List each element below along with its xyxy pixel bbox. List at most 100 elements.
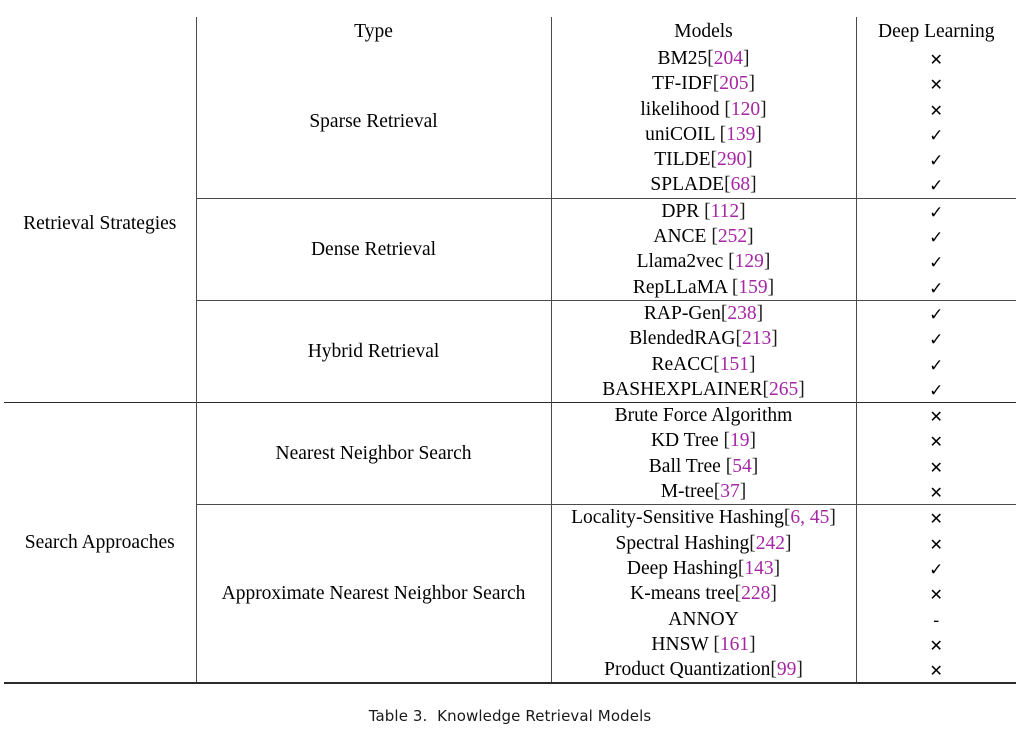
deep-learning-mark: ✕: [855, 428, 1016, 454]
citation-link[interactable]: 204: [713, 48, 744, 69]
citation-bracket-close: ]: [747, 226, 754, 248]
model-name: Locality-Sensitive Hashing[6, 45]: [550, 504, 856, 531]
citation-bracket-open: [: [737, 557, 745, 579]
citation-bracket-close: ]: [771, 328, 778, 350]
model-name: Ball Tree [54]: [550, 453, 856, 480]
cross-icon: ✕: [929, 457, 943, 477]
citation-bracket-open: [: [723, 430, 731, 452]
citation-link[interactable]: 112: [710, 200, 740, 222]
table-row: SPLADE[68]✓: [4, 172, 1016, 199]
citation-bracket-close: ]: [751, 455, 759, 477]
model-label: Locality-Sensitive Hashing: [571, 507, 784, 529]
type-label-approximate-nearest-neighbor-search: Approximate Nearest Neighbor Search: [195, 504, 551, 685]
cross-icon: ✕: [929, 509, 943, 529]
citation-bracket-close: ]: [785, 532, 792, 554]
model-name: BASHEXPLAINER[265]: [550, 376, 856, 403]
model-name: Brute Force Algorithm: [550, 402, 856, 429]
model-name: K-means tree[228]: [550, 581, 856, 607]
check-icon: ✓: [929, 380, 944, 401]
model-name: ANCE [252]: [550, 224, 856, 250]
citation-link[interactable]: 129: [734, 251, 764, 273]
model-label: ReACC: [651, 353, 714, 375]
dash-icon: -: [933, 610, 940, 631]
group-label-retrieval-strategies: Retrieval Strategies: [4, 46, 196, 403]
citation-link[interactable]: 290: [717, 149, 747, 171]
citation-link[interactable]: 54: [732, 455, 752, 477]
deep-learning-mark: ✓: [855, 224, 1016, 250]
model-label: DPR: [661, 200, 705, 222]
citation-link[interactable]: 68: [730, 174, 751, 196]
cross-icon: ✕: [929, 585, 943, 605]
type-label-dense-retrieval: Dense Retrieval: [195, 197, 551, 301]
citation-bracket-close: ]: [829, 507, 836, 529]
citation-link[interactable]: 99: [776, 659, 797, 681]
header-row: Type Models Deep Learning: [4, 17, 1016, 46]
citation-link[interactable]: 143: [744, 557, 774, 579]
table-row: Llama2vec [129]✓: [4, 249, 1016, 275]
deep-learning-mark: ✓: [855, 121, 1016, 148]
citation-link[interactable]: 161: [719, 633, 750, 655]
citation-bracket-open: [: [713, 633, 720, 655]
citation-link[interactable]: 120: [730, 98, 761, 120]
model-label: RAP-Gen: [643, 302, 721, 324]
model-name: RAP-Gen[238]: [550, 299, 856, 327]
cross-icon: ✕: [929, 534, 943, 554]
table-figure: Type Models Deep Learning Retrieval Stra…: [0, 17, 1020, 738]
citation-link[interactable]: 37: [720, 481, 740, 503]
citation-bracket-close: ]: [746, 149, 753, 171]
citation-bracket-close: ]: [748, 73, 755, 95]
citation-link[interactable]: 151: [719, 353, 749, 375]
deep-learning-mark: ✓: [855, 555, 1016, 582]
model-label: Spectral Hashing: [615, 532, 750, 554]
citation-bracket-open: [: [724, 98, 731, 120]
table-row: TILDE[290]✓: [4, 147, 1016, 173]
column-header-deep-learning: Deep Learning: [855, 17, 1016, 46]
cross-icon: ✕: [929, 661, 943, 681]
table-row: Deep Hashing[143]✓: [4, 555, 1016, 582]
citation-bracket-close: ]: [743, 48, 750, 69]
table-row: likelihood [120] ✕: [4, 96, 1016, 122]
citation-link[interactable]: 19: [730, 430, 750, 452]
type-label-nearest-neighbor-search: Nearest Neighbor Search: [195, 402, 551, 505]
model-label: ANNOY: [668, 608, 739, 630]
table-row: Ball Tree [54] ✕: [4, 453, 1016, 480]
model-label: M-tree: [660, 481, 714, 503]
citation-link[interactable]: 139: [726, 123, 756, 145]
citation-bracket-open: [: [711, 226, 718, 248]
table-row: uniCOIL [139]✓: [4, 121, 1016, 148]
deep-learning-mark: -: [855, 606, 1016, 632]
model-label: uniCOIL: [645, 123, 720, 145]
model-name: ReACC[151]: [550, 351, 856, 377]
citation-bracket-close: ]: [739, 481, 747, 503]
citation-link[interactable]: 228: [741, 583, 771, 605]
citation-bracket-open: [: [707, 48, 714, 69]
deep-learning-mark: ✕: [855, 479, 1016, 505]
caption-text: Knowledge Retrieval Models: [437, 707, 652, 725]
cross-icon: ✕: [929, 432, 943, 452]
column-header-group: [4, 17, 196, 46]
caption-label: Table 3.: [368, 707, 428, 725]
check-icon: ✓: [929, 253, 944, 274]
citation-link[interactable]: 242: [755, 532, 785, 554]
citation-link[interactable]: 265: [769, 378, 799, 400]
citation-link[interactable]: 205: [719, 73, 749, 95]
citation-link[interactable]: 6, 45: [790, 507, 830, 529]
citation-link[interactable]: 159: [738, 276, 768, 298]
check-icon: ✓: [929, 559, 944, 580]
model-label: likelihood: [640, 98, 725, 120]
model-label: BM25: [657, 48, 708, 69]
model-name: KD Tree [19]: [550, 428, 856, 454]
model-name: BM25[204]: [550, 46, 856, 72]
citation-link[interactable]: 213: [741, 328, 772, 350]
group-label-search-approaches: Search Approaches: [4, 402, 196, 685]
cross-icon: ✕: [929, 100, 943, 120]
check-icon: ✓: [929, 330, 944, 351]
citation-link[interactable]: 252: [717, 226, 748, 248]
citation-bracket-open: [: [712, 73, 720, 95]
citation-link[interactable]: 238: [727, 302, 757, 324]
citation-bracket-close: ]: [760, 98, 767, 120]
model-label: SPLADE: [650, 174, 725, 196]
